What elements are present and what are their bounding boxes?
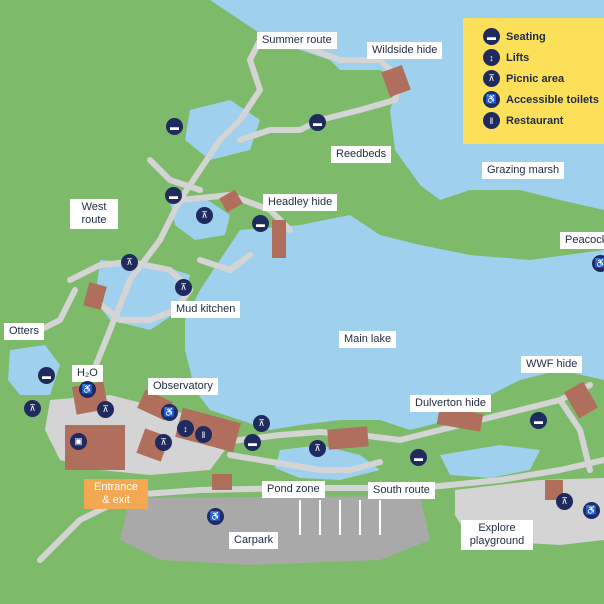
accessible-toilets-icon[interactable]: ♿ bbox=[79, 381, 96, 398]
picnic-icon[interactable]: ⊼ bbox=[175, 279, 192, 296]
lifts-icon[interactable]: ↕ bbox=[177, 420, 194, 437]
label-south-route[interactable]: South route bbox=[368, 482, 435, 499]
label-mud-kitchen[interactable]: Mud kitchen bbox=[171, 301, 241, 318]
label-reedbeds[interactable]: Reedbeds bbox=[331, 146, 392, 163]
lifts-icon: ↕ bbox=[483, 49, 500, 66]
picnic-icon: ⊼ bbox=[483, 70, 500, 87]
south-pond bbox=[440, 445, 540, 478]
label-summer-route[interactable]: Summer route bbox=[257, 32, 337, 49]
seating-icon[interactable]: ▬ bbox=[252, 215, 269, 232]
picnic-icon[interactable]: ⊼ bbox=[97, 401, 114, 418]
label-observatory[interactable]: Observatory bbox=[148, 378, 218, 395]
legend-label: Picnic area bbox=[506, 72, 565, 85]
legend-item-accessible-toilets: ♿ Accessible toilets bbox=[483, 89, 604, 110]
label-wildside-hide[interactable]: Wildside hide bbox=[367, 42, 443, 59]
shop-icon[interactable]: ▣ bbox=[70, 433, 87, 450]
seating-icon[interactable]: ▬ bbox=[244, 434, 261, 451]
label-entrance-exit[interactable]: Entrance & exit bbox=[84, 479, 148, 509]
carpark-bays bbox=[299, 500, 381, 535]
picnic-icon[interactable]: ⊼ bbox=[309, 440, 326, 457]
legend-item-seating: ▬ Seating bbox=[483, 26, 604, 47]
label-peacock[interactable]: Peacock bbox=[560, 232, 604, 249]
carpark bbox=[120, 496, 430, 565]
picnic-icon[interactable]: ⊼ bbox=[253, 415, 270, 432]
label-carpark[interactable]: Carpark bbox=[229, 532, 279, 549]
picnic-icon[interactable]: ⊼ bbox=[121, 254, 138, 271]
label-headley-hide[interactable]: Headley hide bbox=[263, 194, 338, 211]
seating-icon[interactable]: ▬ bbox=[530, 412, 547, 429]
seating-icon[interactable]: ▬ bbox=[165, 187, 182, 204]
label-grazing-marsh[interactable]: Grazing marsh bbox=[482, 162, 565, 179]
accessible-toilets-icon: ♿ bbox=[483, 91, 500, 108]
label-west-route[interactable]: West route bbox=[70, 199, 118, 229]
picnic-icon[interactable]: ⊼ bbox=[155, 434, 172, 451]
label-h2o[interactable]: H₂O bbox=[72, 365, 103, 382]
legend-item-lifts: ↕ Lifts bbox=[483, 47, 604, 68]
picnic-icon[interactable]: ⊼ bbox=[556, 493, 573, 510]
picnic-icon[interactable]: ⊼ bbox=[24, 400, 41, 417]
label-wwf-hide[interactable]: WWF hide bbox=[521, 356, 583, 373]
label-main-lake[interactable]: Main lake bbox=[339, 331, 397, 348]
picnic-icon[interactable]: ⊼ bbox=[196, 207, 213, 224]
seating-icon[interactable]: ▬ bbox=[410, 449, 427, 466]
legend-label: Seating bbox=[506, 30, 546, 43]
legend-label: Accessible toilets bbox=[506, 93, 599, 106]
seating-icon[interactable]: ▬ bbox=[166, 118, 183, 135]
label-otters[interactable]: Otters bbox=[4, 323, 44, 340]
restaurant-icon[interactable]: ǁ bbox=[195, 426, 212, 443]
restaurant-icon: ǁ bbox=[483, 112, 500, 129]
accessible-toilets-icon[interactable]: ♿ bbox=[583, 502, 600, 519]
legend-item-picnic: ⊼ Picnic area bbox=[483, 68, 604, 89]
map-legend: ▬ Seating ↕ Lifts ⊼ Picnic area ♿ Access… bbox=[463, 18, 604, 144]
label-dulverton-hide[interactable]: Dulverton hide bbox=[410, 395, 491, 412]
label-pond-zone[interactable]: Pond zone bbox=[262, 481, 325, 498]
seating-icon[interactable]: ▬ bbox=[38, 367, 55, 384]
reed-channel bbox=[395, 95, 470, 190]
accessible-toilets-icon[interactable]: ♿ bbox=[592, 255, 604, 272]
legend-label: Lifts bbox=[506, 51, 530, 64]
label-explore-playground[interactable]: Explore playground bbox=[461, 520, 533, 550]
legend-item-restaurant: ǁ Restaurant bbox=[483, 110, 604, 131]
accessible-toilets-icon[interactable]: ♿ bbox=[207, 508, 224, 525]
seating-icon: ▬ bbox=[483, 28, 500, 45]
main-lake bbox=[185, 215, 604, 430]
accessible-toilets-icon[interactable]: ♿ bbox=[161, 404, 178, 421]
legend-label: Restaurant bbox=[506, 114, 564, 127]
seating-icon[interactable]: ▬ bbox=[309, 114, 326, 131]
